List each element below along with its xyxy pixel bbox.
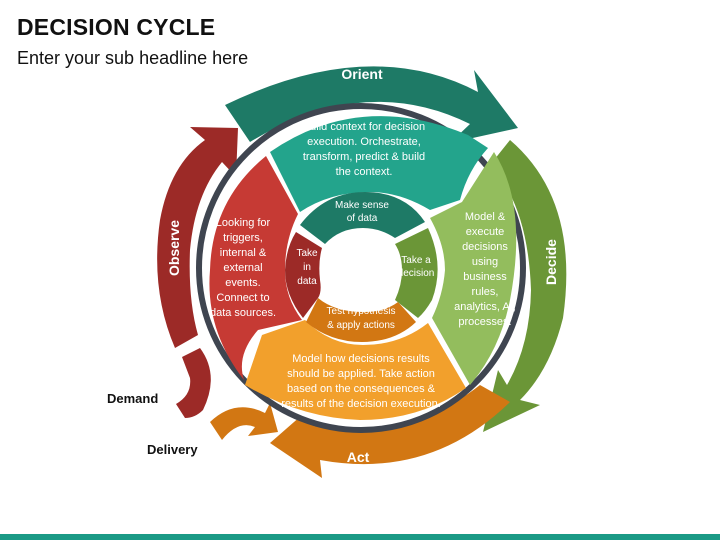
act-text-line: results of the decision execution.	[281, 398, 441, 410]
act-segment-text: Model how decisions results should be ap…	[281, 353, 441, 410]
observe-text-line: internal &	[220, 247, 267, 259]
act-arrow	[270, 385, 510, 478]
orient-text-line: Build context for decision	[303, 121, 425, 133]
decide-label: Decide	[543, 239, 559, 285]
decide-segment-text: Model & execute decisions using business…	[454, 211, 516, 328]
footer-bar	[0, 534, 720, 540]
observe-text-line: data sources.	[210, 307, 276, 319]
orient-segment-text: Build context for decision execution. Or…	[303, 121, 425, 178]
inner-segment-top	[300, 192, 425, 244]
demand-arrow	[176, 348, 211, 418]
decide-text-line: rules,	[472, 286, 499, 298]
decide-text-line: decisions	[462, 241, 508, 253]
page-title: DECISION CYCLE	[17, 14, 216, 40]
observe-segment	[209, 156, 302, 380]
observe-text-line: Looking for	[216, 217, 271, 229]
decide-text-line: execute	[466, 226, 505, 238]
demand-label: Demand	[107, 391, 158, 406]
inner-bottom-line: Test hypothesis	[327, 306, 396, 317]
inner-left-text: Take in data	[296, 248, 318, 287]
inner-segment-right	[395, 228, 438, 318]
orient-text-line: the context.	[336, 166, 393, 178]
decide-text-line: processes.	[458, 316, 511, 328]
center-circle	[326, 234, 398, 306]
act-segment	[245, 320, 466, 420]
inner-segment-left	[285, 232, 322, 318]
inner-right-text: Take a decision	[398, 255, 435, 279]
inner-top-text: Make sense of data	[335, 200, 389, 224]
observe-segment-text: Looking for triggers, internal & externa…	[210, 217, 276, 319]
orient-label: Orient	[341, 66, 383, 82]
inner-right-line: decision	[398, 268, 435, 279]
act-text-line: based on the consequences &	[287, 383, 436, 395]
act-label: Act	[347, 449, 370, 465]
decide-text-line: using	[472, 256, 498, 268]
inner-bottom-line: & apply actions	[327, 320, 395, 331]
inner-segment-bottom	[306, 298, 416, 342]
observe-text-line: external	[223, 262, 262, 274]
decide-segment	[430, 152, 517, 385]
page-subtitle: Enter your sub headline here	[17, 48, 249, 68]
inner-right-line: Take a	[401, 255, 431, 266]
orient-text-line: execution. Orchestrate,	[307, 136, 421, 148]
observe-text-line: Connect to	[216, 292, 269, 304]
decide-text-line: business	[463, 271, 507, 283]
observe-text-line: triggers,	[223, 232, 263, 244]
inner-left-line: in	[303, 262, 311, 273]
orient-segment	[270, 116, 488, 212]
orient-text-line: transform, predict & build	[303, 151, 425, 163]
act-text-line: Model how decisions results	[292, 353, 430, 365]
observe-text-line: events.	[225, 277, 260, 289]
observe-arrow	[157, 127, 238, 348]
act-text-line: should be applied. Take action	[287, 368, 435, 380]
inner-top-line: Make sense	[335, 200, 389, 211]
inner-top-line: of data	[347, 213, 378, 224]
decide-text-line: Model &	[465, 211, 506, 223]
inner-bottom-text: Test hypothesis & apply actions	[327, 306, 396, 331]
delivery-label: Delivery	[147, 442, 198, 457]
observe-label: Observe	[166, 220, 182, 276]
orient-arrow	[225, 66, 518, 143]
inner-left-line: data	[297, 276, 317, 287]
delivery-arrow	[210, 403, 278, 440]
decide-arrow	[483, 140, 567, 432]
decide-text-line: analytics, AI,	[454, 301, 516, 313]
inner-left-line: Take	[296, 248, 318, 259]
